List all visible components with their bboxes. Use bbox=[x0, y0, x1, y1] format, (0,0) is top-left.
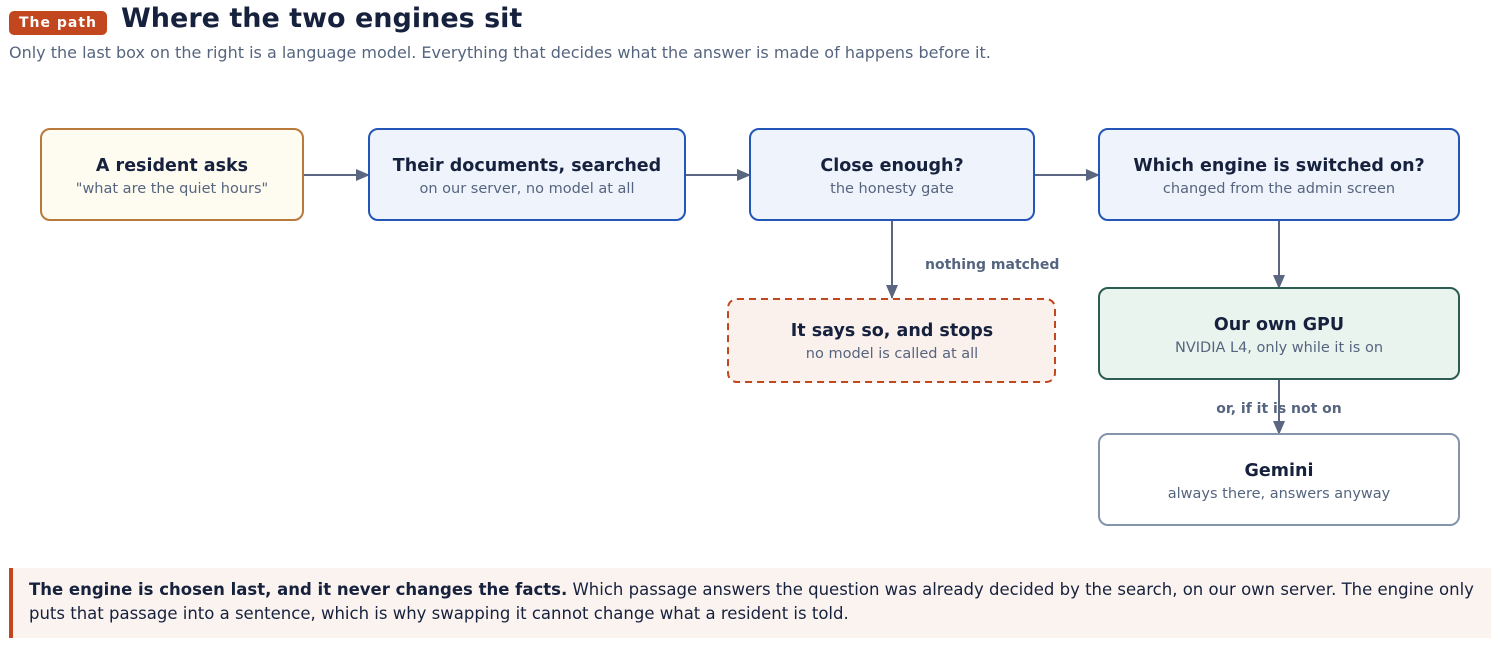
section-badge: The path bbox=[9, 11, 107, 35]
page-title: Where the two engines sit bbox=[121, 3, 523, 34]
node-subtitle: on our server, no model at all bbox=[420, 181, 635, 197]
edge-label-if-not-on: or, if it is not on bbox=[1216, 401, 1342, 417]
node-title: Close enough? bbox=[820, 156, 963, 176]
node-title: Their documents, searched bbox=[393, 156, 661, 176]
callout-body: Which passage answers the question was a… bbox=[29, 580, 1474, 623]
node-subtitle: "what are the quiet hours" bbox=[76, 181, 268, 197]
node-subtitle: NVIDIA L4, only while it is on bbox=[1175, 340, 1383, 356]
node-subtitle: changed from the admin screen bbox=[1163, 181, 1395, 197]
node-title: Which engine is switched on? bbox=[1133, 156, 1424, 176]
node-documents-searched: Their documents, searched on our server,… bbox=[368, 128, 686, 221]
node-engine-switch: Which engine is switched on? changed fro… bbox=[1098, 128, 1460, 221]
page-subtitle: Only the last box on the right is a lang… bbox=[9, 43, 991, 62]
node-subtitle: always there, answers anyway bbox=[1168, 486, 1391, 502]
node-resident-asks: A resident asks "what are the quiet hour… bbox=[40, 128, 304, 221]
node-title: Gemini bbox=[1245, 461, 1314, 481]
node-title: It says so, and stops bbox=[791, 321, 993, 341]
node-title: A resident asks bbox=[96, 156, 248, 176]
node-says-so-and-stops: It says so, and stops no model is called… bbox=[727, 298, 1056, 383]
node-subtitle: the honesty gate bbox=[830, 181, 954, 197]
callout-lead: The engine is chosen last, and it never … bbox=[29, 580, 568, 599]
edge-label-nothing-matched: nothing matched bbox=[925, 257, 1059, 273]
node-own-gpu: Our own GPU NVIDIA L4, only while it is … bbox=[1098, 287, 1460, 380]
node-gemini: Gemini always there, answers anyway bbox=[1098, 433, 1460, 526]
node-title: Our own GPU bbox=[1214, 315, 1344, 335]
callout-note: The engine is chosen last, and it never … bbox=[9, 568, 1491, 638]
node-subtitle: no model is called at all bbox=[806, 346, 978, 362]
node-honesty-gate: Close enough? the honesty gate bbox=[749, 128, 1035, 221]
